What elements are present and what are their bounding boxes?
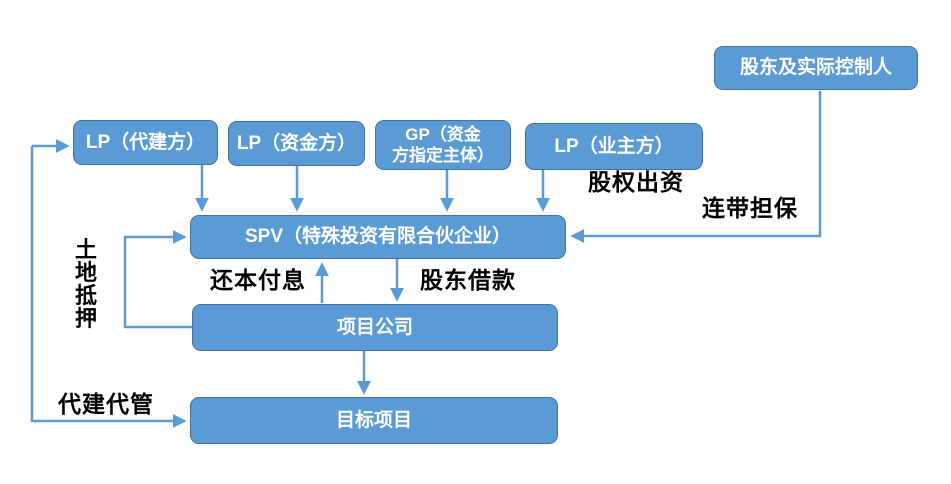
node-shareholder: 股东及实际控制人 — [714, 46, 918, 90]
node-lp-funder: LP（资金方） — [228, 121, 365, 166]
edge-label-joint-guarantee: 连带担保 — [702, 195, 798, 221]
edge-label-shareholder-loan: 股东借款 — [420, 267, 516, 293]
node-target-project: 目标项目 — [190, 397, 558, 444]
connector-land-mortgage-loop — [123, 230, 192, 329]
edge-label-repay-principal-interest: 还本付息 — [210, 267, 306, 293]
connector-agent-management-to-target — [30, 146, 187, 428]
edge-label-land-mortgage: 土地抵押 — [74, 237, 97, 331]
node-lp-builder: LP（代建方） — [73, 120, 218, 165]
node-project-company: 项目公司 — [192, 304, 558, 351]
edge-label-equity-contribution: 股权出资 — [588, 169, 684, 195]
node-gp: GP（资金 方指定主体） — [375, 120, 511, 170]
edge-label-agent-construction-management: 代建代管 — [58, 391, 154, 417]
node-spv: SPV（特殊投资有限合伙企业） — [190, 215, 566, 259]
node-lp-owner: LP（业主方） — [525, 123, 703, 170]
